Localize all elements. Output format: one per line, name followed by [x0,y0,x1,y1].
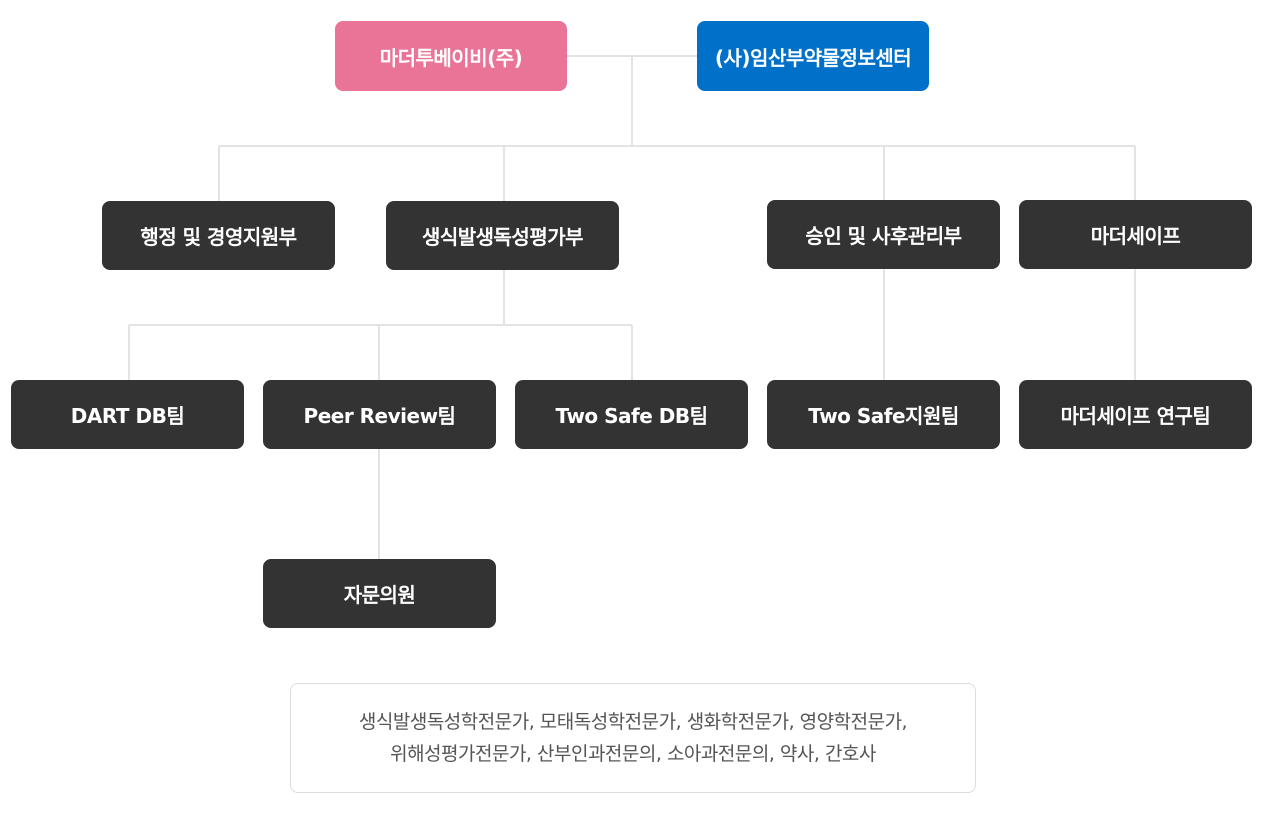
dept-admin: 행정 및 경영지원부 [102,201,335,270]
org-pregnancy-drug-info-center: (사)임산부약물정보센터 [697,21,929,91]
team-two-safe-support: Two Safe지원팀 [767,380,1000,449]
note-line-1: 생식발생독성학전문가, 모태독성학전문가, 생화학전문가, 영양학전문가, [358,711,908,733]
dept-approval: 승인 및 사후관리부 [767,200,1000,269]
org-mother-to-baby: 마더투베이비(주) [335,21,567,91]
team-peer-review: Peer Review팀 [263,380,496,449]
team-mothersafe-research: 마더세이프 연구팀 [1019,380,1252,449]
advisory-committee: 자문의원 [263,559,496,628]
team-two-safe-db: Two Safe DB팀 [515,380,748,449]
team-dart-db: DART DB팀 [11,380,244,449]
dept-mothersafe: 마더세이프 [1019,200,1252,269]
advisory-members-note: 생식발생독성학전문가, 모태독성학전문가, 생화학전문가, 영양학전문가, 위해… [290,683,976,793]
note-line-2: 위해성평가전문가, 산부인과전문의, 소아과전문의, 약사, 간호사 [390,743,876,765]
dept-toxicity: 생식발생독성평가부 [386,201,619,270]
